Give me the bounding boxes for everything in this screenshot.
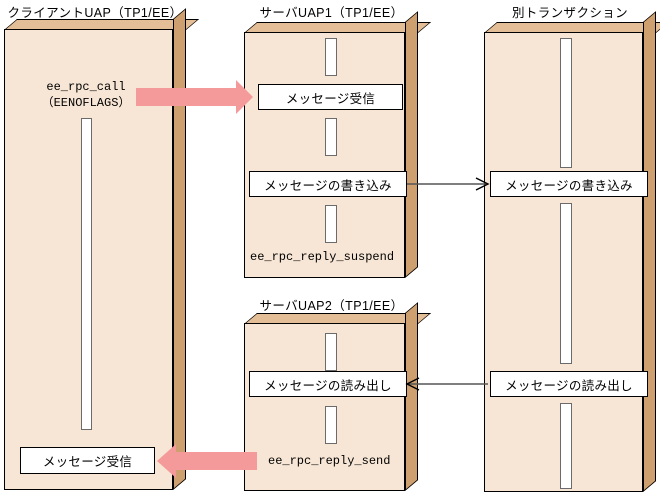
other-transaction-activity-bar-1	[560, 38, 572, 168]
server-uap1-box-front	[244, 32, 405, 278]
client-message-receive-box: メッセージ受信	[20, 447, 155, 474]
client-rpc-call-label: ee_rpc_call （EENOFLAGS）	[30, 79, 142, 111]
other-transaction-message-read-box: メッセージの読み出し	[490, 371, 648, 397]
server-uap2-box	[244, 302, 432, 491]
other-transaction-activity-bar-2	[560, 203, 572, 364]
server-uap1-message-receive-box: メッセージ受信	[258, 84, 403, 110]
column-title-server1: サーバUAP1（TP1/EE）	[259, 6, 404, 20]
client-rpc-call-label-line1: ee_rpc_call	[46, 80, 126, 94]
server-uap2-box-front	[244, 323, 405, 491]
server-uap1-box	[244, 11, 432, 278]
other-transaction-box-side	[643, 11, 656, 492]
server-uap2-message-read-box: メッセージの読み出し	[249, 371, 407, 397]
server-uap2-activity-bar-1	[325, 333, 337, 371]
server-uap1-activity-bar-2	[325, 118, 337, 156]
server-uap1-activity-bar-3	[325, 205, 337, 243]
other-transaction-activity-bar-3	[560, 403, 572, 489]
column-title-other-transaction: 別トランザクション	[511, 6, 629, 20]
server-uap1-activity-bar-1	[325, 38, 337, 76]
server-uap2-reply-send-label: ee_rpc_reply_send	[268, 454, 391, 468]
server-uap1-box-side	[405, 11, 418, 278]
server-uap1-reply-suspend-label: ee_rpc_reply_suspend	[250, 250, 395, 264]
server-uap2-activity-bar-2	[325, 406, 337, 444]
other-transaction-message-write-box: メッセージの書き込み	[490, 171, 648, 197]
client-rpc-call-label-line2: （EENOFLAGS）	[41, 96, 131, 110]
client-uap-box-side	[173, 8, 186, 490]
column-title-client: クライアントUAP（TP1/EE）	[7, 6, 183, 20]
column-title-server2: サーバUAP2（TP1/EE）	[259, 299, 404, 313]
server-uap1-message-write-box: メッセージの書き込み	[249, 171, 407, 197]
client-activity-bar	[81, 118, 92, 430]
